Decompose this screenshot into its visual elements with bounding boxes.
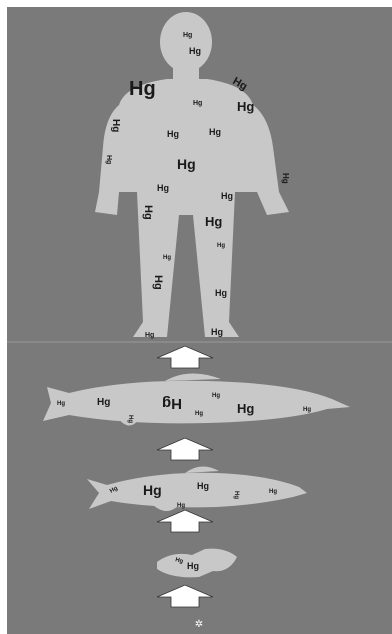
hg-label: Hg — [233, 491, 239, 499]
large-fish-silhouette — [43, 373, 350, 425]
hg-label: Hg — [187, 561, 199, 571]
hg-label: Hg — [281, 173, 290, 184]
human-body — [115, 79, 257, 337]
hg-label: Hg — [162, 395, 182, 412]
human-head — [160, 12, 212, 72]
hg-label: Hg — [167, 129, 179, 139]
hg-label: Hg — [152, 275, 164, 290]
up-arrow — [157, 510, 213, 532]
hg-label: Hg — [211, 327, 223, 337]
hg-label: Hg — [143, 482, 162, 498]
hg-label: Hg — [209, 127, 221, 137]
human-silhouette — [95, 12, 289, 337]
hg-label: Hg — [237, 99, 254, 114]
hg-label: Hg — [303, 407, 311, 413]
up-arrow — [157, 438, 213, 460]
hg-label: Hg — [195, 411, 203, 417]
human-right-arm — [245, 105, 289, 215]
hg-label: Hg — [215, 288, 227, 298]
up-arrow — [157, 585, 213, 607]
hg-label: Hg — [129, 78, 156, 100]
hg-label: Hg — [157, 183, 169, 193]
hg-label: Hg — [142, 205, 154, 220]
food-chain-diagram: ✲ Hg Hg Hg Hg Hg Hg Hg Hg Hg Hg Hg Hg Hg… — [7, 7, 392, 634]
hg-label: Hg — [217, 243, 225, 249]
hg-label: Hg — [183, 32, 192, 39]
hg-label: Hg — [57, 401, 65, 407]
hg-label: Hg — [212, 393, 220, 399]
diagram-panel: ✲ Hg Hg Hg Hg Hg Hg Hg Hg Hg Hg Hg Hg Hg… — [7, 7, 392, 634]
hg-label: Hg — [145, 332, 154, 339]
hg-label: Hg — [177, 156, 196, 172]
hg-label: Hg — [193, 100, 202, 107]
up-arrow — [157, 346, 213, 368]
hg-label: Hg — [205, 214, 222, 229]
hg-label: Hg — [105, 155, 112, 164]
hg-label: Hg — [110, 119, 121, 132]
hg-label: Hg — [197, 481, 209, 491]
hg-label: Hg — [221, 191, 233, 201]
plankton-icon: ✲ — [195, 619, 203, 630]
hg-label: Hg — [237, 401, 254, 416]
hg-label: Hg — [163, 255, 171, 261]
hg-label: Hg — [127, 415, 133, 423]
hg-label: Hg — [189, 46, 201, 56]
hg-label: Hg — [269, 489, 277, 495]
hg-label: Hg — [177, 503, 185, 509]
hg-label: Hg — [97, 397, 110, 408]
